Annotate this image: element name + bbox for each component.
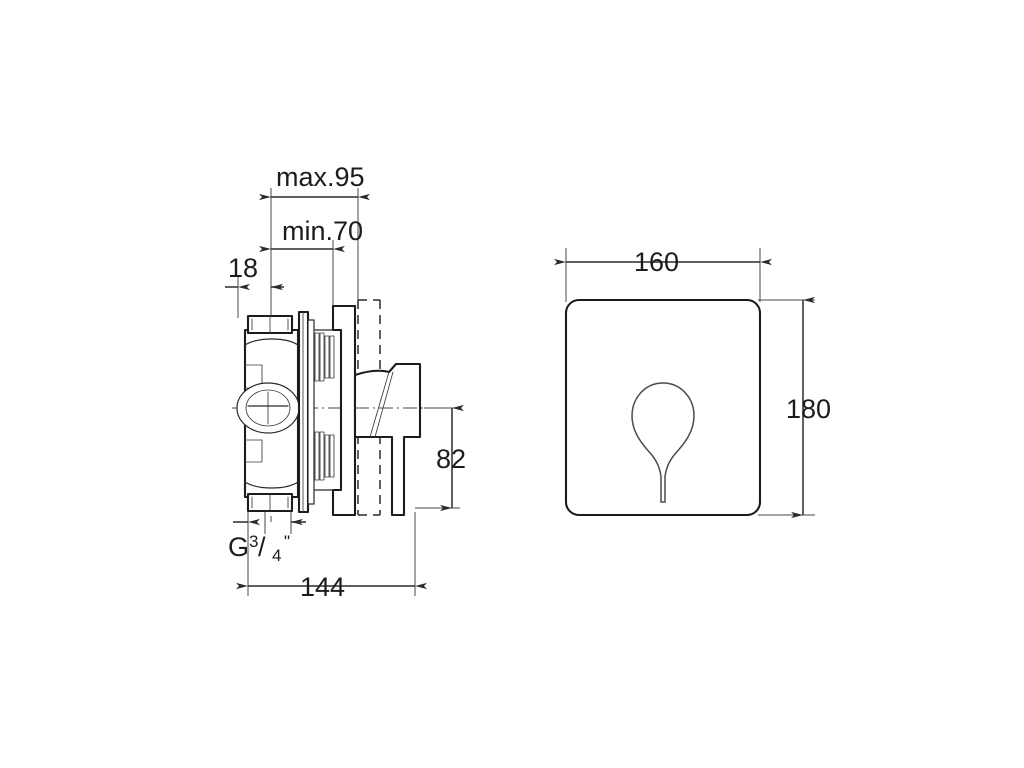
outlet-connector-bottom	[246, 492, 294, 513]
dimension-max-depth: max.95	[259, 162, 370, 201]
callout-thread-connection: G 3 / 4 "	[228, 518, 306, 565]
callout-thread-numerator: 3	[249, 532, 258, 551]
callout-thread-label-main: G	[228, 532, 249, 562]
dimension-min-depth: min.70	[259, 216, 363, 253]
callout-thread-denominator: 4	[272, 546, 281, 565]
threaded-spigot-lower	[314, 431, 335, 481]
inlet-connector-top	[246, 314, 294, 335]
dimension-max-depth-label: max.95	[276, 162, 365, 192]
cartridge-detail	[236, 382, 300, 434]
callout-thread-inch-mark: "	[284, 532, 290, 551]
dimension-inlet-offset-label: 18	[228, 253, 258, 283]
dimension-body-width-label: 144	[300, 572, 345, 602]
threaded-spigot-upper	[314, 332, 335, 382]
dimension-inlet-offset: 18	[225, 253, 284, 291]
side-section-view: max.95 min.70 18 G 3 / 4 "	[225, 162, 466, 602]
callout-thread-slash: /	[258, 532, 266, 562]
dimension-min-depth-label: min.70	[282, 216, 363, 246]
dimension-plate-height: 180	[786, 296, 831, 519]
lever-handle-side	[353, 362, 422, 517]
dimension-lever-height: 82	[415, 404, 466, 512]
dimension-body-width: 144	[236, 572, 427, 602]
dimension-plate-height-label: 180	[786, 394, 831, 424]
dimension-plate-width-label: 160	[634, 247, 679, 277]
dimension-lever-height-label: 82	[436, 444, 466, 474]
lever-handle-front	[631, 382, 695, 503]
side-view-extension-lines	[237, 188, 416, 596]
flange-stack	[297, 310, 315, 514]
valve-body	[236, 304, 357, 517]
dimension-plate-width: 160	[554, 247, 772, 277]
front-view: 160 180	[554, 247, 831, 519]
